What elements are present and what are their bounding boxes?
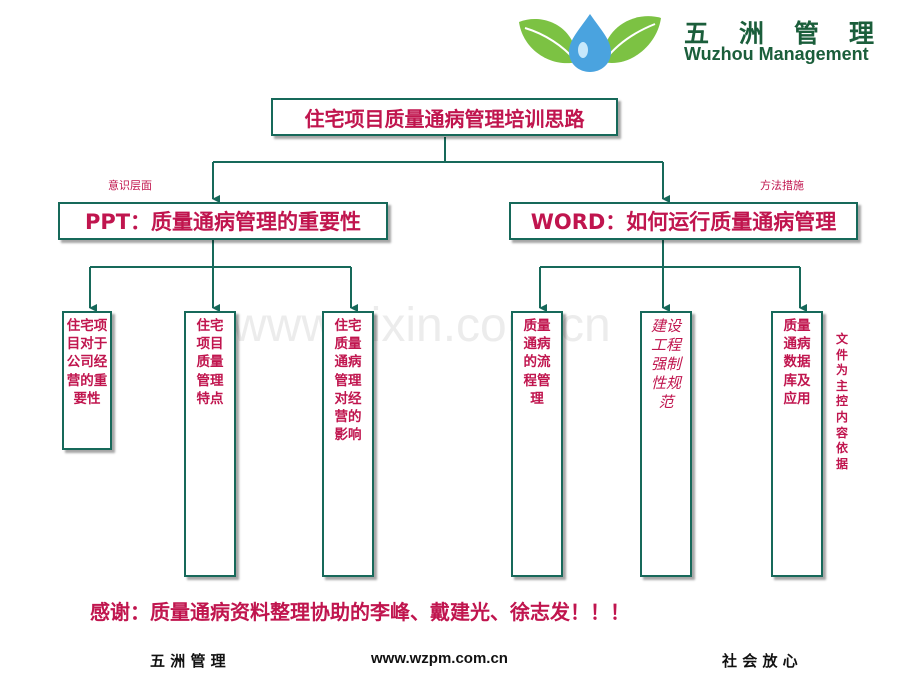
logo-mark <box>519 14 661 72</box>
leaf-node-5: 建设工程强制性规范 <box>640 311 692 577</box>
right-branch-tag: 方法措施 <box>760 179 804 192</box>
root-node: 住宅项目质量通病管理培训思路 <box>271 98 618 136</box>
leaf-node-4: 质量通病的流程管理 <box>511 311 563 577</box>
water-drop-icon <box>569 14 611 72</box>
footer-url[interactable]: www.wzpm.com.cn <box>371 650 508 667</box>
left-branch-tag: 意识层面 <box>108 179 152 192</box>
footer-right: 社 会 放 心 <box>722 652 798 670</box>
brand-name-cn: 五洲管理 <box>684 19 905 48</box>
leaf-node-3: 住宅质量通病管理对经营的影响 <box>322 311 374 577</box>
side-note: 文件为主控内容依据 <box>835 332 848 471</box>
leaf-node-1: 住宅项目对于公司经营的重要性 <box>62 311 112 450</box>
footer-left: 五 洲 管 理 <box>150 652 226 670</box>
left-branch-node: PPT：质量通病管理的重要性 <box>58 202 388 240</box>
right-branch-node: WORD：如何运行质量通病管理 <box>509 202 858 240</box>
leaf-node-2: 住宅项目质量管理特点 <box>184 311 236 577</box>
acknowledgement: 感谢：质量通病资料整理协助的李峰、戴建光、徐志发！！！ <box>90 600 630 624</box>
leaf-node-6: 质量通病数据库及应用 <box>771 311 823 577</box>
brand-name-en: Wuzhou Management <box>684 44 869 64</box>
